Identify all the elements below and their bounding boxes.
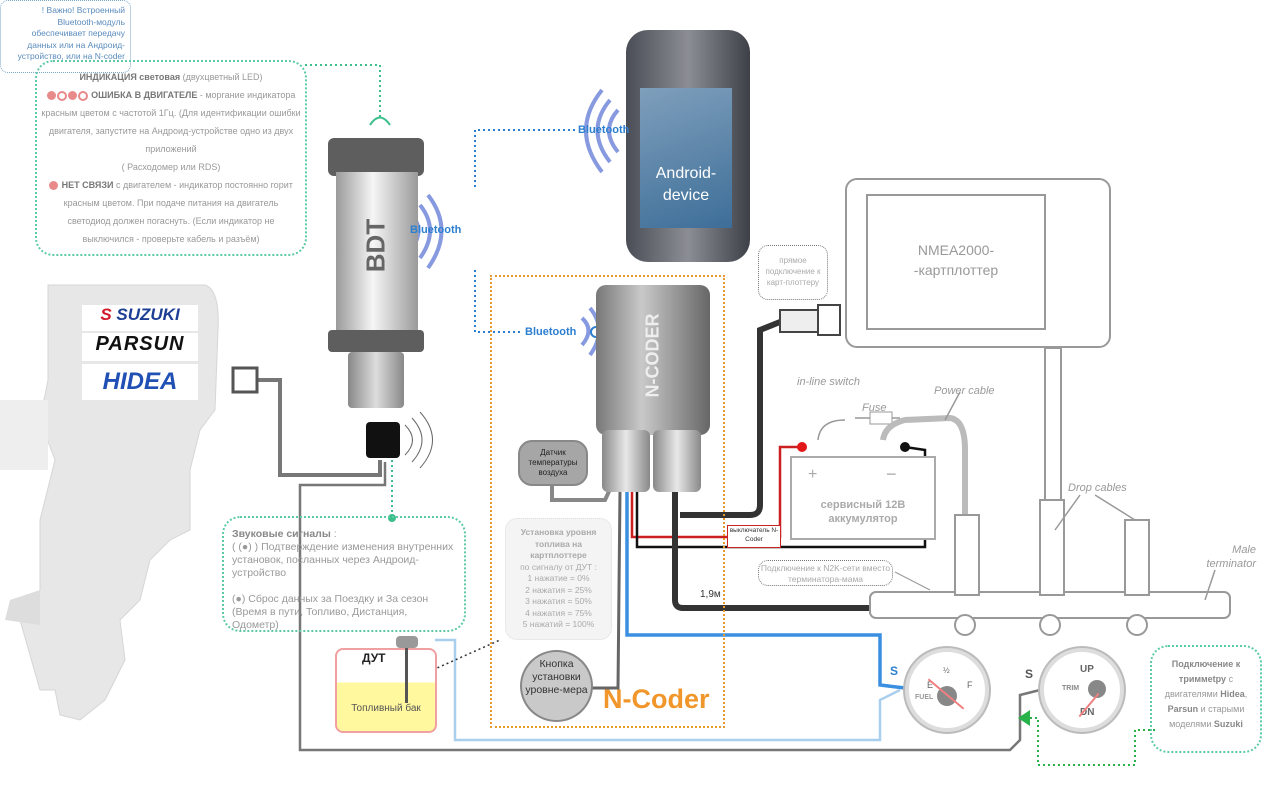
led-note-title-2: ая [169, 72, 181, 82]
fuel-s-terminal-label: S [890, 664, 899, 678]
noconn-title: НЕТ СВЯЗИ [61, 180, 114, 190]
bdt-gland [348, 352, 404, 408]
suzuki-logo: S SUZUKI [82, 305, 198, 331]
bdt-device [336, 172, 418, 340]
hidea-logo: HIDEA [82, 364, 198, 400]
fuel-setup-item: 4 нажатия = 75% [525, 607, 592, 618]
led-note-title: ИНДИКАЦИЯ светов [79, 72, 170, 82]
fuel-sensor-rod [405, 648, 408, 703]
battery-label: сервисный 12В аккумулятор [820, 499, 906, 525]
battery [790, 456, 936, 540]
bdt-cap [328, 138, 424, 176]
ncoder-group-frame [490, 275, 725, 728]
direct-connect-note: прямое подключение к карт-плоттеру [758, 245, 828, 300]
gauge-hub [1088, 680, 1106, 698]
bdt-connector-box [366, 422, 400, 458]
bdt-label: BDT [360, 218, 391, 273]
trim-note-hidea: Hidea [1220, 689, 1245, 699]
air-temp-sensor: Датчик температуры воздуха [518, 440, 588, 486]
trim-gauge-trim: TRIM [1062, 685, 1080, 692]
trim-note-parsun: Parsun [1167, 704, 1199, 714]
fuel-setup-item: 3 нажатия = 50% [525, 596, 592, 606]
ncoder-gland-1 [602, 430, 650, 492]
led-note-title-rest: (двухцветный LED) [180, 72, 263, 82]
fuse-label: Fuse [862, 402, 887, 414]
suzuki-logo-text: SUZUKI [116, 305, 180, 324]
trim-s-terminal-label: S [1025, 667, 1034, 681]
plotter-label-1: NMEA2000- [917, 242, 995, 258]
level-set-button[interactable]: Кнопка установки уровне-мера [520, 650, 593, 722]
fuel-setup-title: Установка уровня топлива на картплоттере [520, 527, 597, 560]
fuel-gauge-e: E [927, 680, 934, 690]
bdt-base [328, 330, 424, 352]
trim-note-suzuki: Suzuki [1213, 719, 1243, 729]
trim-gauge-dn: DN [1080, 707, 1095, 718]
error-text: - моргание индикатора красным цветом с ч… [41, 90, 301, 154]
ncoder-gland-2 [653, 430, 701, 492]
n2k-connect-note: Подключение к N2K-сети вместо терминатор… [758, 560, 893, 586]
power-cable-label: Power cable [934, 385, 995, 397]
led-off-icon [77, 90, 88, 101]
led-on-icon [49, 181, 59, 191]
inline-switch-label: in-line switch [797, 376, 860, 388]
chartplotter-screen [866, 194, 1046, 330]
drop-cables-label: Drop cables [1068, 482, 1127, 494]
noconn-text: с двигателем - индикатор постоянно горит… [63, 180, 293, 244]
chartplotter-label: NMEA2000- -картплоттер [866, 240, 1046, 280]
sound-note-line-2: (●) Сброс данных за Поездку и За сезон (… [232, 593, 429, 631]
chartplotter [845, 178, 1111, 348]
ncoder-switch-label: выключатель N-Coder [727, 525, 781, 548]
fuel-gauge-fuel: FUEL [915, 694, 934, 701]
led-on-icon [46, 91, 56, 101]
bluetooth-info-note: ! Важно! Встроенный Bluetooth-модуль обе… [0, 0, 131, 73]
error-title: ОШИБКА В ДВИГАТЕЛЕ [91, 90, 198, 100]
ncoder-device-label: N-CODER [642, 313, 663, 398]
fuel-setup-item: 1 нажатие = 0% [527, 573, 590, 583]
fuel-gauge-half: ½ [943, 666, 950, 675]
sound-note-title: Звуковые сигналы [232, 528, 331, 540]
fuel-sensor-label: ДУТ [362, 651, 386, 665]
trim-note-title: Подключение к триммetру [1171, 659, 1241, 684]
trim-connection-note: Подключение к триммetру с двигателями Hi… [1150, 645, 1262, 753]
fuel-tank-label: Топливный бак [351, 703, 421, 714]
sound-note-line-1: ( (●) ) Подтверждение изменения внутренн… [232, 541, 454, 579]
phone-screen [640, 88, 732, 228]
fuel-gauge: E ½ F FUEL [905, 648, 989, 732]
plotter-label-2: -картплоттер [913, 262, 999, 278]
fuel-gauge-f: F [967, 680, 973, 690]
phone-label: Android-device [655, 165, 717, 204]
fuel-setup-item: 2 нажатия = 25% [525, 584, 592, 595]
bluetooth-label-ncoder: Bluetooth [525, 326, 577, 338]
male-terminator-label: Male terminator [1206, 544, 1256, 570]
trim-note-and: и старыми моделями [1169, 704, 1245, 729]
led-on-icon [67, 91, 77, 101]
trim-note-text: с двигателями [1164, 674, 1234, 699]
led-indication-note: ИНДИКАЦИЯ световая (двухцветный LED) ОШИ… [35, 60, 307, 256]
fuel-sensor-head [396, 636, 418, 648]
battery-minus: − [886, 464, 897, 484]
led-off-icon [56, 90, 67, 101]
bluetooth-label-bdt: Bluetooth [410, 224, 462, 236]
cable-length-label: 1,9м [700, 589, 721, 600]
parsun-logo: PARSUN [82, 333, 198, 361]
fuel-setup-subtitle: по сигналу от ДУТ : [520, 561, 597, 572]
bluetooth-label-phone: Bluetooth [578, 124, 630, 136]
ncoder-title: N-Coder [603, 684, 710, 714]
fuel-tank [335, 648, 437, 733]
trim-gauge-up: UP [1080, 664, 1094, 675]
fuel-setup-item: 5 нажатий = 100% [522, 619, 595, 629]
error-apps: ( Расходомер или RDS) [121, 162, 221, 172]
trim-gauge: UP TRIM DN [1040, 648, 1124, 732]
ncoder-device [596, 285, 710, 435]
battery-plus: + [808, 466, 818, 483]
sound-signals-note: Звуковые сигналы : ( (●) ) Подтверждение… [222, 516, 466, 632]
fuel-level-setup-note: Установка уровня топлива на картплоттере… [505, 518, 612, 640]
